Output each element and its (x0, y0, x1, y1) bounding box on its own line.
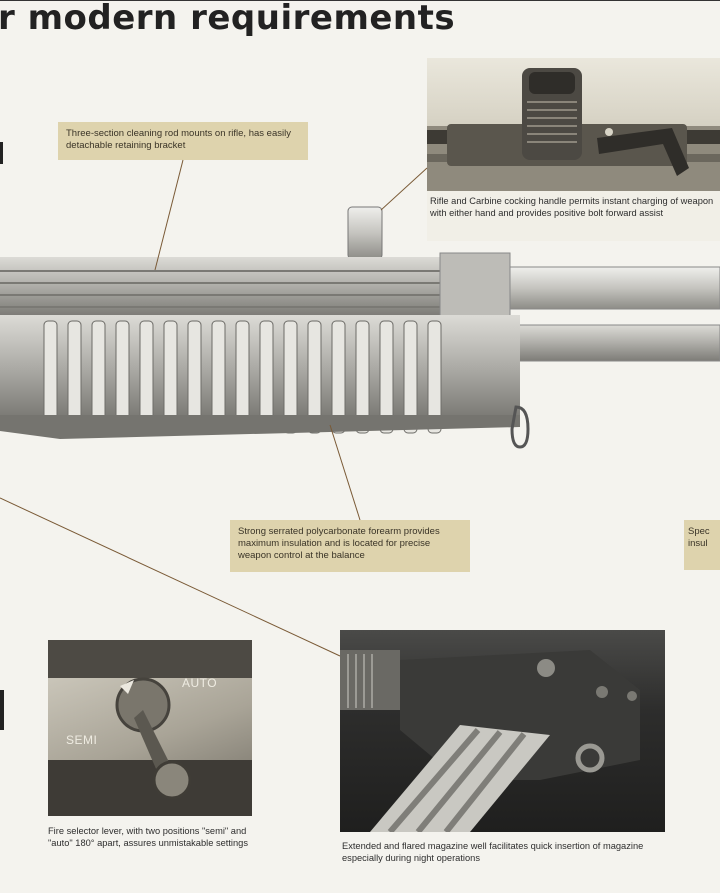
magazine-well-illustration (340, 650, 640, 832)
fire-selector-illustration (48, 640, 252, 816)
fire-selector-caption: Fire selector lever, with two positions … (48, 826, 248, 848)
top-rule (0, 0, 720, 1)
forearm-callout: Strong serrated polycarbonate forearm pr… (230, 520, 470, 572)
rifle-forearm-illustration (0, 195, 720, 455)
cleaning-rod-callout: Three-section cleaning rod mounts on rif… (58, 122, 308, 160)
edge-mark-bottom (0, 690, 4, 730)
cocking-handle-caption: Rifle and Carbine cocking handle permits… (430, 196, 714, 218)
edge-mark-top (0, 142, 3, 164)
cocking-handle-photo (427, 58, 720, 191)
cocking-handle-caption-band (427, 191, 720, 241)
rifle-drawing (0, 206, 720, 449)
fire-selector-photo: AUTO SEMI (48, 640, 252, 816)
page-title: r modern requirements (0, 0, 456, 38)
magazine-well-photo (340, 630, 665, 832)
auto-marking: AUTO (182, 676, 218, 690)
semi-marking: SEMI (66, 733, 98, 747)
magazine-well-caption: Extended and flared magazine well facili… (342, 841, 644, 863)
special-callout: Spec insul (684, 520, 720, 570)
cocking-handle-illustration (427, 68, 720, 191)
